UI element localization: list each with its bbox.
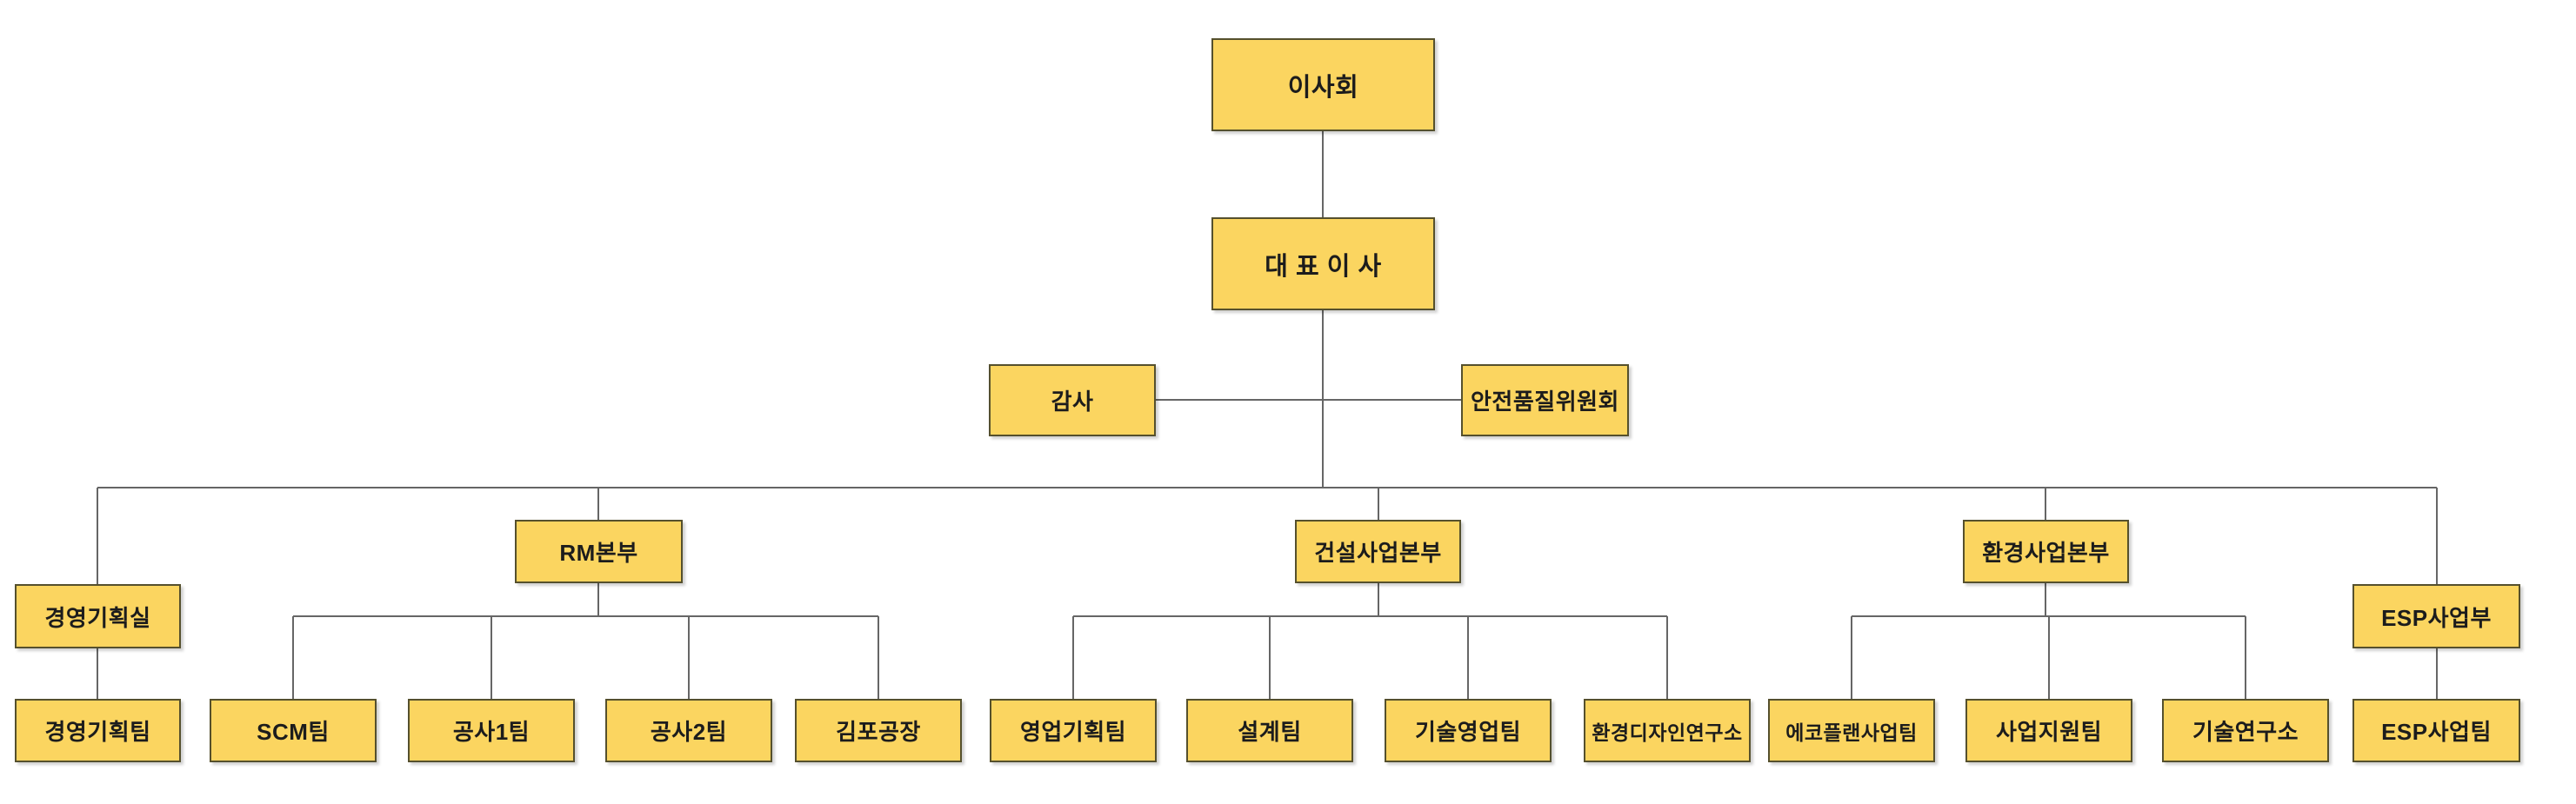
org-node-division-environment: 환경사업본부 (1963, 520, 2129, 583)
org-node-team-technical-sales: 기술영업팀 (1385, 699, 1552, 762)
org-node-board: 이사회 (1211, 38, 1435, 131)
org-node-audit: 감사 (989, 364, 1156, 436)
org-node-team-scm: SCM팀 (210, 699, 377, 762)
org-node-team-ecoplan: 에코플랜사업팀 (1768, 699, 1935, 762)
org-node-division-esp: ESP사업부 (2352, 584, 2520, 648)
org-node-team-environment-design-lab: 환경디자인연구소 (1584, 699, 1751, 762)
org-node-division-management-planning: 경영기획실 (15, 584, 181, 648)
org-node-team-construction-1: 공사1팀 (408, 699, 575, 762)
org-node-division-construction: 건설사업본부 (1295, 520, 1461, 583)
org-node-team-design: 설계팀 (1186, 699, 1353, 762)
org-node-team-sales-planning: 영업기획팀 (990, 699, 1157, 762)
org-node-team-gimpo-plant: 김포공장 (795, 699, 962, 762)
org-node-team-business-support: 사업지원팀 (1965, 699, 2132, 762)
org-node-team-esp: ESP사업팀 (2352, 699, 2520, 762)
org-node-team-technology-research: 기술연구소 (2162, 699, 2329, 762)
org-node-team-management-planning: 경영기획팀 (15, 699, 181, 762)
org-node-ceo: 대 표 이 사 (1211, 217, 1435, 310)
org-node-team-construction-2: 공사2팀 (605, 699, 772, 762)
org-node-division-rm: RM본부 (515, 520, 683, 583)
org-node-safety-quality-committee: 안전품질위원회 (1461, 364, 1629, 436)
